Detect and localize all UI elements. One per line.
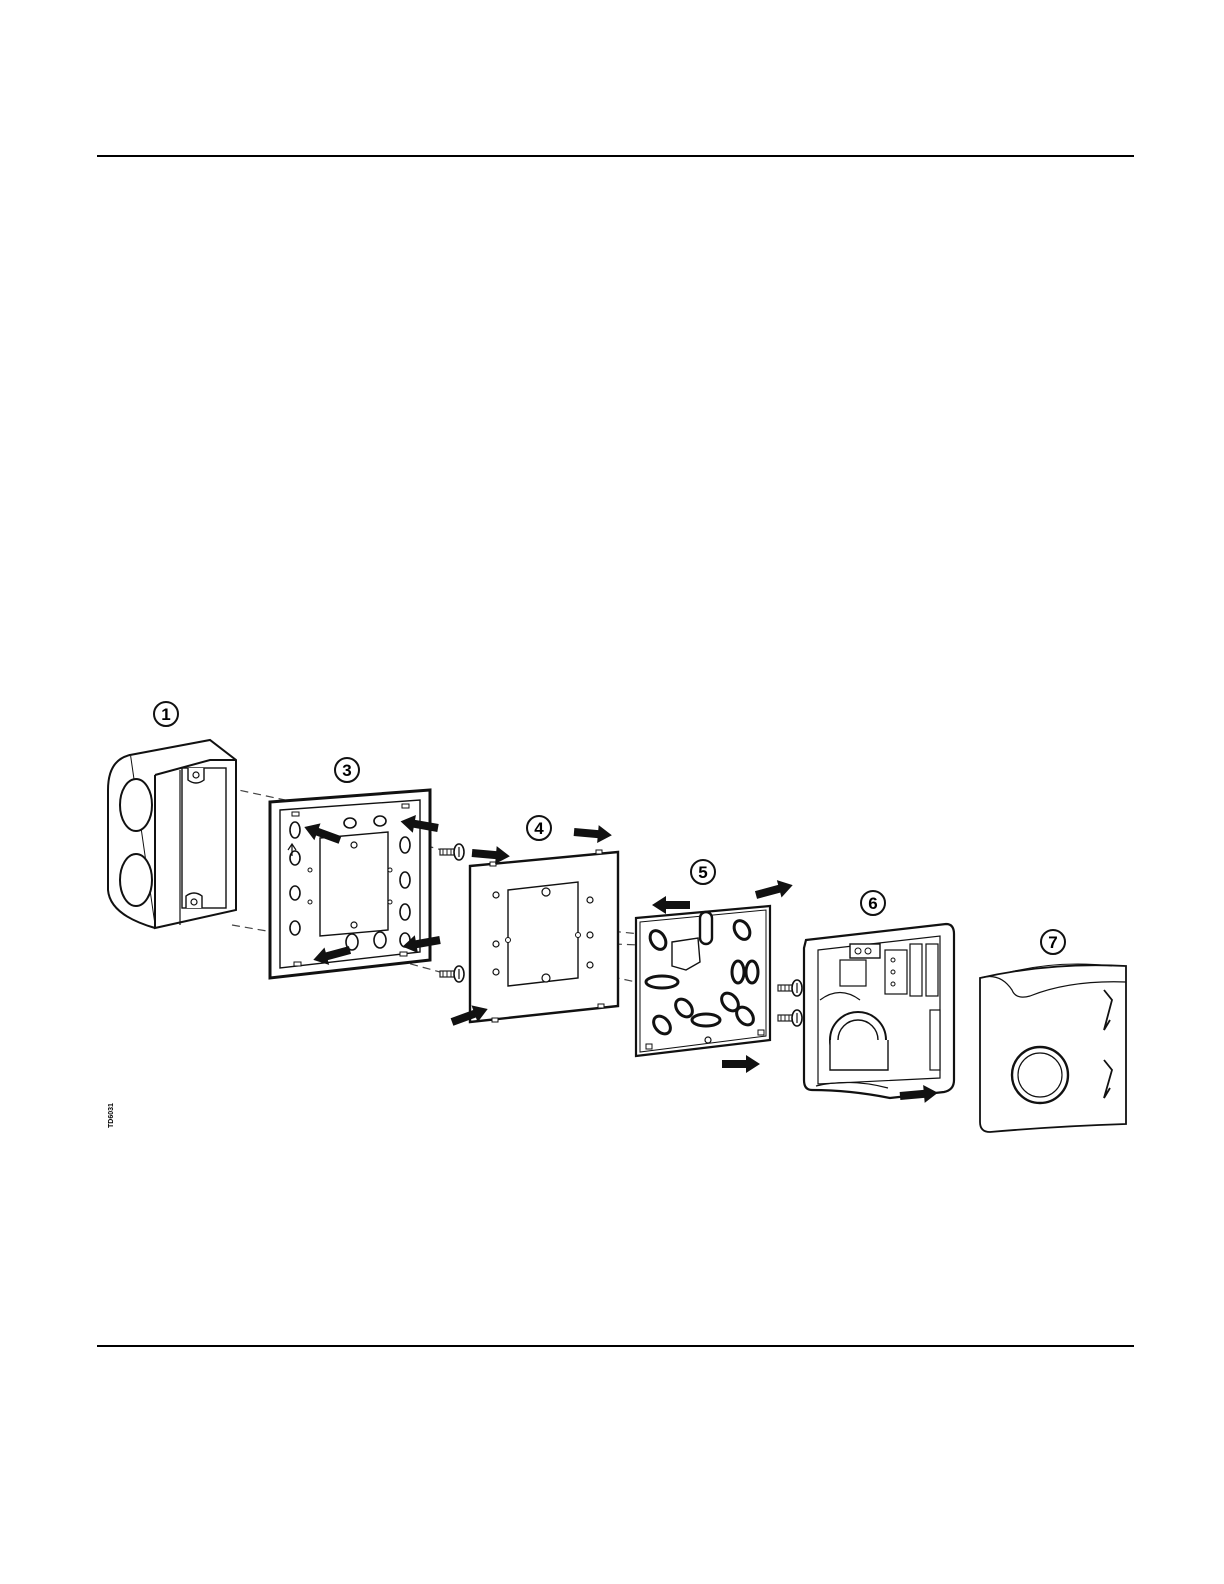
callout-1: 1	[154, 702, 178, 726]
callout-4: 4	[527, 816, 551, 840]
svg-text:3: 3	[342, 761, 351, 780]
callout-5: 5	[691, 860, 715, 884]
svg-text:7: 7	[1048, 933, 1057, 952]
arrow-icon	[754, 876, 795, 903]
adapter-plate	[270, 790, 430, 978]
arrow-icon	[573, 823, 612, 844]
screw-icon	[778, 1010, 802, 1026]
svg-text:6: 6	[868, 894, 877, 913]
callout-3: 3	[335, 758, 359, 782]
arrow-icon	[722, 1055, 760, 1073]
thermostat-body	[804, 924, 954, 1098]
svg-text:1: 1	[161, 705, 170, 724]
arrow-icon	[652, 896, 690, 914]
screw-icon	[778, 980, 802, 996]
thermostat-cover	[980, 964, 1126, 1132]
mounting-plate	[470, 850, 618, 1022]
electrical-box	[108, 740, 236, 928]
figure-code: TD6031	[108, 1103, 115, 1128]
callout-7: 7	[1041, 930, 1065, 954]
thermostat-base	[636, 906, 770, 1056]
screw-icon	[440, 844, 464, 860]
callout-6: 6	[861, 891, 885, 915]
svg-text:5: 5	[698, 863, 707, 882]
svg-text:4: 4	[534, 819, 544, 838]
screw-icon	[440, 966, 464, 982]
